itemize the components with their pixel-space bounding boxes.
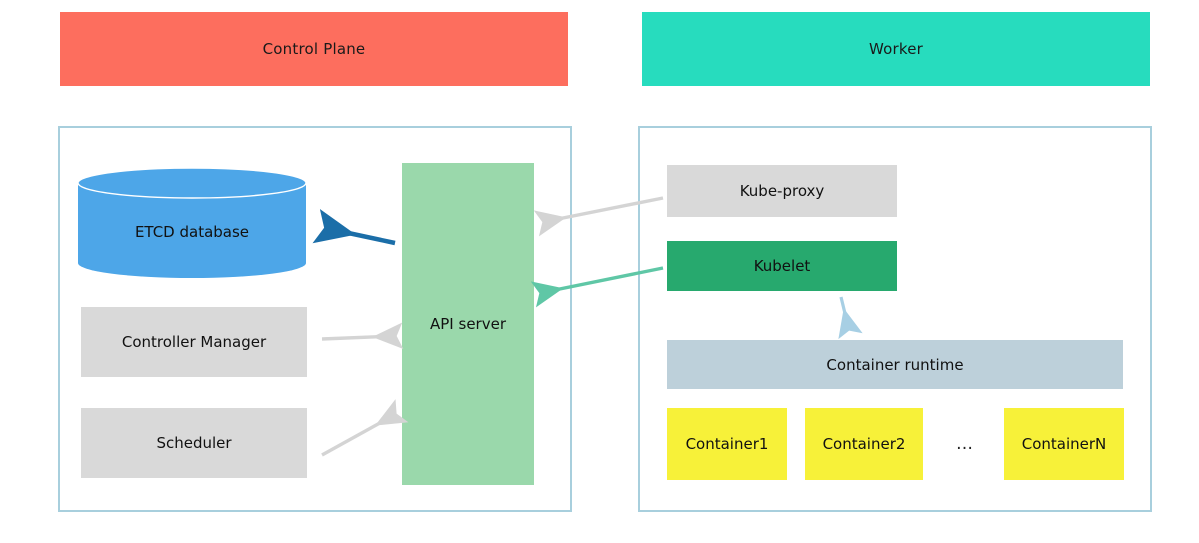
control-plane-header: Control Plane (60, 12, 568, 86)
container-ellipsis-label: … (956, 434, 974, 454)
container-box[interactable]: Container1 (667, 408, 787, 480)
kubelet-node[interactable]: Kubelet (667, 241, 897, 291)
etcd-database-node[interactable]: ETCD database (78, 168, 306, 278)
container-runtime-label: Container runtime (826, 355, 964, 374)
container-label: Container1 (685, 435, 769, 453)
container-box[interactable]: ContainerN (1004, 408, 1124, 480)
kube-proxy-label: Kube-proxy (739, 182, 825, 200)
container-runtime-node[interactable]: Container runtime (667, 340, 1123, 389)
kube-proxy-node[interactable]: Kube-proxy (667, 165, 897, 217)
worker-header: Worker (642, 12, 1150, 86)
control-plane-header-label: Control Plane (262, 40, 366, 58)
scheduler-label: Scheduler (156, 434, 232, 452)
container-label: Container2 (822, 435, 906, 453)
container-label: ContainerN (1021, 435, 1107, 453)
etcd-database-label: ETCD database (134, 223, 250, 241)
controller-manager-label: Controller Manager (121, 333, 267, 351)
container-ellipsis: … (940, 408, 990, 480)
api-server-node[interactable]: API server (402, 163, 534, 485)
kubelet-label: Kubelet (753, 257, 811, 275)
api-server-label: API server (430, 315, 506, 333)
scheduler-node[interactable]: Scheduler (81, 408, 307, 478)
worker-header-label: Worker (868, 40, 924, 58)
database-cylinder-icon (78, 168, 306, 278)
container-box[interactable]: Container2 (805, 408, 923, 480)
controller-manager-node[interactable]: Controller Manager (81, 307, 307, 377)
